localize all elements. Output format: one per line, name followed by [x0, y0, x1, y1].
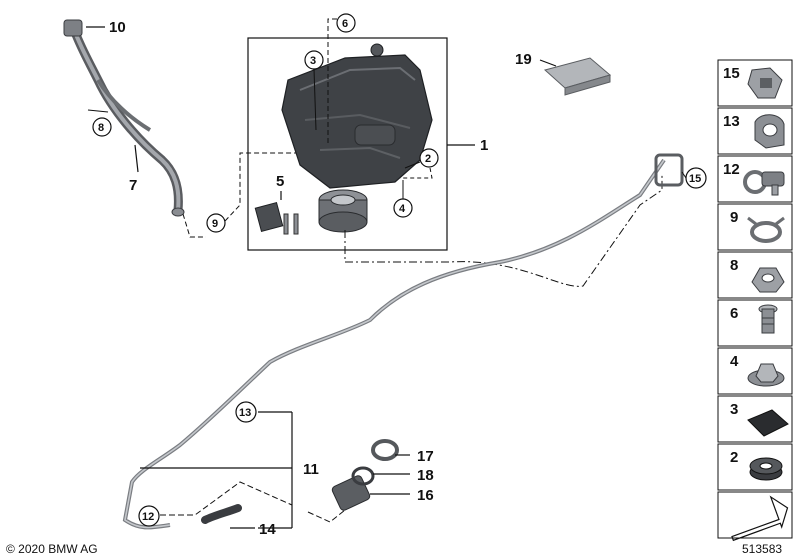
callout-6-label: 6 — [342, 18, 348, 30]
connector-cluster — [307, 439, 399, 523]
collar-nut-icon — [747, 363, 785, 387]
callout-14: 14 — [201, 504, 276, 538]
fuel-line — [122, 153, 684, 530]
sidebar-item-6-label: 6 — [730, 305, 738, 322]
callout-13-label: 13 — [239, 407, 251, 419]
callout-3: 3 — [304, 50, 324, 131]
callout-2: 2 — [400, 148, 439, 179]
sidebar-item-9-label: 9 — [730, 209, 738, 226]
diagram-id: 513583 — [742, 542, 782, 556]
callout-9-label: 9 — [212, 218, 218, 230]
callout-18: 18 — [373, 467, 434, 484]
callout-4-label: 4 — [399, 203, 406, 215]
callout-5-label: 5 — [276, 173, 284, 190]
foam-pad-icon — [747, 409, 789, 437]
callout-3-label: 3 — [310, 55, 316, 67]
sidebar-item-4-label: 4 — [730, 353, 739, 370]
callout-5: 5 — [254, 173, 299, 235]
callout-18-label: 18 — [417, 467, 434, 484]
filler-pipe — [63, 19, 185, 217]
callout-14-label: 14 — [259, 521, 276, 538]
callout-13: 13 — [235, 401, 257, 423]
callout-19-label: 19 — [515, 51, 532, 68]
callout-11: 11 — [303, 461, 319, 478]
sidebar-item-2-label: 2 — [730, 449, 738, 466]
tank-assembly-box: 1 — [247, 37, 488, 251]
sidebar-item-8-label: 8 — [730, 257, 738, 274]
callout-12: 12 — [138, 505, 160, 527]
callout-1-label: 1 — [480, 137, 488, 154]
rubber-grommet-icon — [749, 457, 783, 481]
sidebar-item-3-label: 3 — [730, 401, 738, 418]
sidebar-item-13-label: 13 — [723, 113, 740, 130]
copyright-text: © 2020 BMW AG — [6, 542, 98, 556]
parts-sidebar: 15 13 12 9 8 — [717, 59, 793, 542]
spring-clamp-icon — [747, 216, 785, 243]
callout-16-label: 16 — [417, 487, 434, 504]
callout-2-label: 2 — [425, 153, 431, 165]
bracket-lines — [140, 411, 293, 529]
callout-12-label: 12 — [142, 511, 154, 523]
callout-4: 4 — [393, 180, 413, 218]
callout-7: 7 — [129, 144, 139, 194]
callout-11-label: 11 — [303, 461, 319, 478]
callout-15: 15 — [681, 167, 707, 189]
callout-7-label: 7 — [129, 177, 137, 194]
fuel-pump — [318, 189, 368, 233]
callout-15-label: 15 — [689, 173, 701, 185]
screw-icon — [758, 304, 778, 334]
callout-8: 8 — [87, 109, 112, 137]
hex-nut-icon — [751, 267, 785, 293]
arrow-icon — [731, 495, 789, 542]
hose-clamp-screw-icon — [743, 170, 785, 196]
callout-10: 10 — [86, 19, 126, 36]
clamp-clip-icon — [754, 114, 785, 149]
callout-10-label: 10 — [109, 19, 126, 36]
sidebar-item-12-label: 12 — [723, 161, 740, 178]
callout-17-label: 17 — [417, 448, 434, 465]
control-module: 19 — [515, 51, 612, 96]
sidebar-item-15-label: 15 — [723, 65, 740, 82]
callout-16: 16 — [370, 487, 434, 504]
callout-17: 17 — [395, 448, 434, 465]
clip-icon — [747, 67, 783, 99]
callout-6: 6 — [327, 13, 356, 145]
callout-8-label: 8 — [98, 122, 104, 134]
